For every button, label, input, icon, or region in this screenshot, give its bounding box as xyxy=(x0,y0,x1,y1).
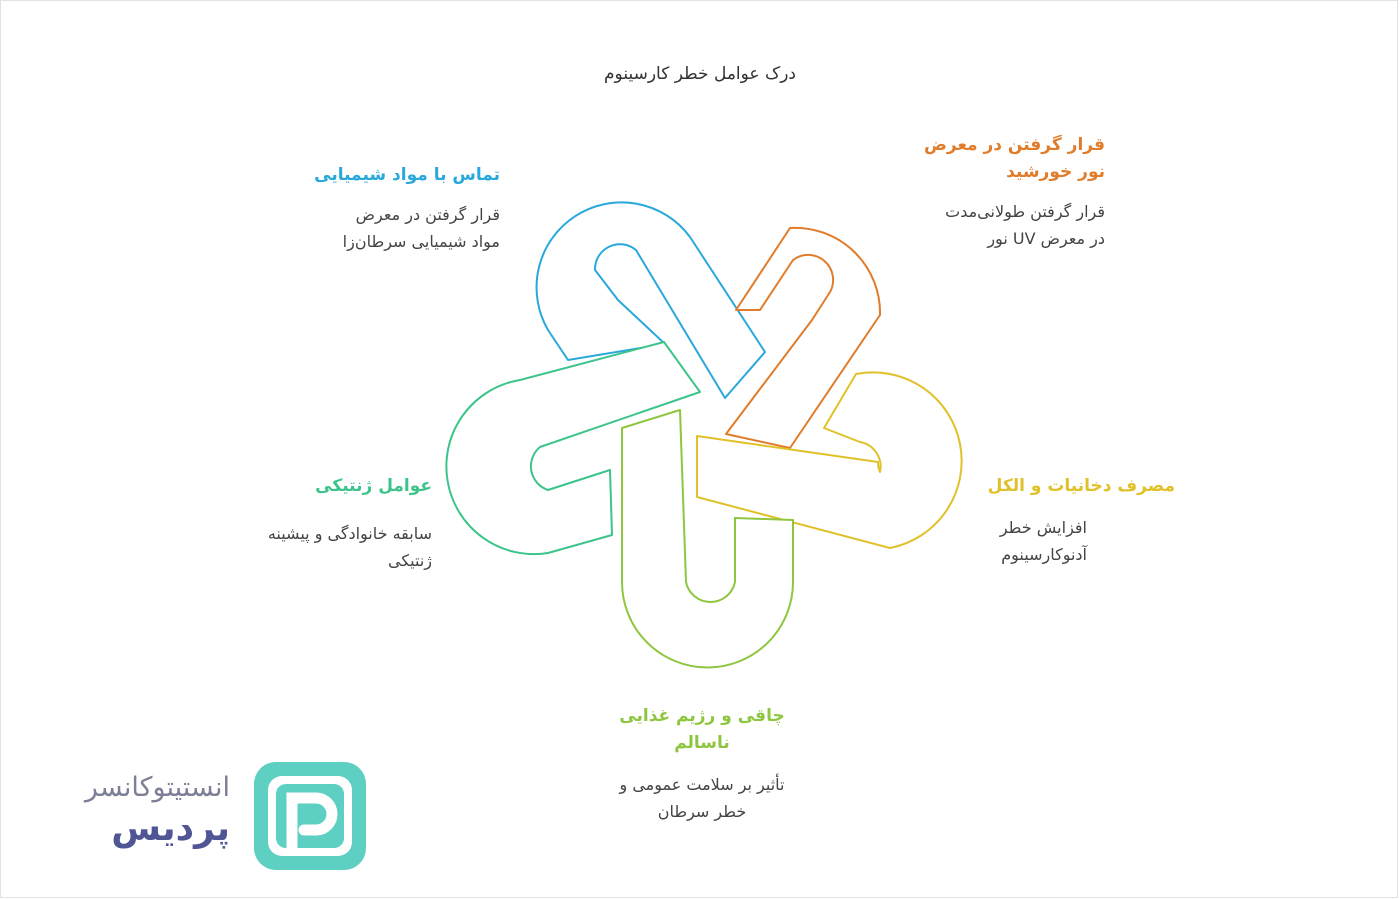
sun-heading: قرار گرفتن در معرض نور خورشید xyxy=(915,132,1105,186)
diet-heading: چاقی و رژیم غذایی ناسالم xyxy=(595,703,809,757)
smoking-desc-line2: آدنوکارسینوم xyxy=(1001,545,1087,564)
smoking-loop xyxy=(696,371,963,549)
diet-heading-line1: چاقی و رژیم غذایی xyxy=(619,706,785,726)
sun-desc-line2: در معرض UV نور xyxy=(987,229,1105,248)
chemicals-loop xyxy=(535,201,766,399)
diet-loop xyxy=(621,409,794,669)
sun-desc-line1: قرار گرفتن طولانی‌مدت xyxy=(945,202,1105,221)
smoking-heading: مصرف دخانیات و الکل xyxy=(987,476,1175,496)
chemicals-desc-line2: مواد شیمیایی سرطان‌زا xyxy=(342,232,500,251)
diet-desc-line1: تأثیر بر سلامت عمومی و xyxy=(619,775,785,794)
sun-factor: قرار گرفتن در معرض نور خورشید قرار گرفتن… xyxy=(915,132,1105,252)
smoking-factor: مصرف دخانیات و الکل افزایش خطر آدنوکارسی… xyxy=(960,473,1175,568)
diet-description: تأثیر بر سلامت عمومی و خطر سرطان xyxy=(595,771,809,825)
genetics-factor: عوامل ژنتیکی سابقه خانوادگی و پیشینه ژنت… xyxy=(230,473,432,574)
page-title: درک عوامل خطر کارسینوم xyxy=(604,64,796,84)
genetics-loop xyxy=(445,341,701,556)
sun-description: قرار گرفتن طولانی‌مدت در معرض UV نور xyxy=(915,198,1105,252)
chemicals-factor: تماس با مواد شیمیایی قرار گرفتن در معرض … xyxy=(300,162,500,255)
diet-factor: چاقی و رژیم غذایی ناسالم تأثیر بر سلامت … xyxy=(595,703,809,825)
diet-desc-line2: خطر سرطان xyxy=(657,802,747,821)
sun-heading-line1: قرار گرفتن در معرض xyxy=(924,135,1105,155)
pardis-logo-icon xyxy=(254,762,366,870)
sun-heading-line2: نور خورشید xyxy=(1006,162,1105,182)
chemicals-heading: تماس با مواد شیمیایی xyxy=(314,165,500,185)
chemicals-description: قرار گرفتن در معرض مواد شیمیایی سرطان‌زا xyxy=(300,201,500,255)
smoking-desc-line1: افزایش خطر xyxy=(999,518,1087,537)
genetics-description: سابقه خانوادگی و پیشینه ژنتیکی xyxy=(230,520,432,574)
logo-text-pardis: پردیس xyxy=(111,808,230,849)
smoking-description: افزایش خطر آدنوکارسینوم xyxy=(957,514,1087,568)
genetics-heading: عوامل ژنتیکی xyxy=(315,476,432,496)
logo-text-institute: انستیتوکانسر xyxy=(84,772,230,803)
genetics-desc-line2: ژنتیکی xyxy=(387,551,432,570)
chemicals-desc-line1: قرار گرفتن در معرض xyxy=(355,205,500,224)
genetics-desc-line1: سابقه خانوادگی و پیشینه xyxy=(267,524,432,543)
sun-loop xyxy=(725,226,882,449)
diet-heading-line2: ناسالم xyxy=(674,733,730,753)
